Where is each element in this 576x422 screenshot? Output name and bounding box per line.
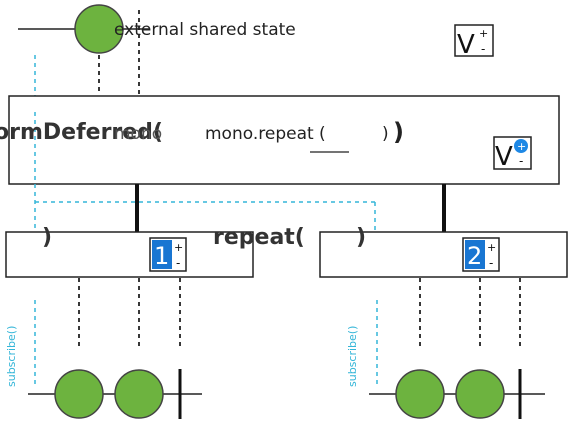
left-output-marble-2: [114, 369, 164, 419]
defer-badge-plus-circle: [514, 139, 528, 153]
defer-outer-close-paren: ): [393, 118, 404, 146]
defer-close-paren: ): [382, 124, 389, 144]
defer-overlap-text: mono: [114, 124, 162, 144]
top-badge-plus: +: [479, 27, 488, 40]
badge-2-number: 2: [467, 242, 482, 270]
defer-badge-minus: -: [519, 154, 523, 168]
external-marble: [74, 4, 124, 54]
top-badge-minus: -: [481, 42, 485, 56]
repeat-right-paren: ): [356, 225, 366, 250]
defer-volatile-badge: V + -: [493, 136, 532, 172]
defer-left-text: ormDeferred(: [0, 120, 163, 145]
defer-call-text: mono.repeat (: [205, 124, 326, 144]
repeat-box-right: [319, 231, 568, 278]
left-output-marble-1: [54, 369, 104, 419]
defer-badge-letter: V: [495, 142, 513, 172]
repeat-left-paren: ): [42, 225, 52, 250]
repeat-label: repeat(: [213, 225, 305, 250]
badge-2-plus: +: [487, 241, 496, 254]
defer-badge-plus: +: [517, 140, 526, 153]
subscribe-label-right: subscribe(): [346, 326, 359, 387]
right-output-marble-2: [455, 369, 505, 419]
badge-1-minus: -: [176, 256, 180, 270]
badge-1-plus: +: [174, 241, 183, 254]
top-volatile-badge: V + -: [454, 24, 494, 60]
defer-operator-box: [8, 95, 560, 185]
badge-1-number: 1: [154, 242, 169, 270]
external-state-label: external shared state: [114, 20, 296, 40]
badge-2-minus: -: [489, 256, 493, 270]
subscription-badge-2: 2 + -: [462, 237, 500, 272]
subscription-badge-1: 1 + -: [149, 237, 187, 272]
top-badge-letter: V: [457, 30, 475, 60]
repeat-box-left: [5, 231, 254, 278]
subscribe-label-left: subscribe(): [5, 326, 18, 387]
right-output-marble-1: [395, 369, 445, 419]
